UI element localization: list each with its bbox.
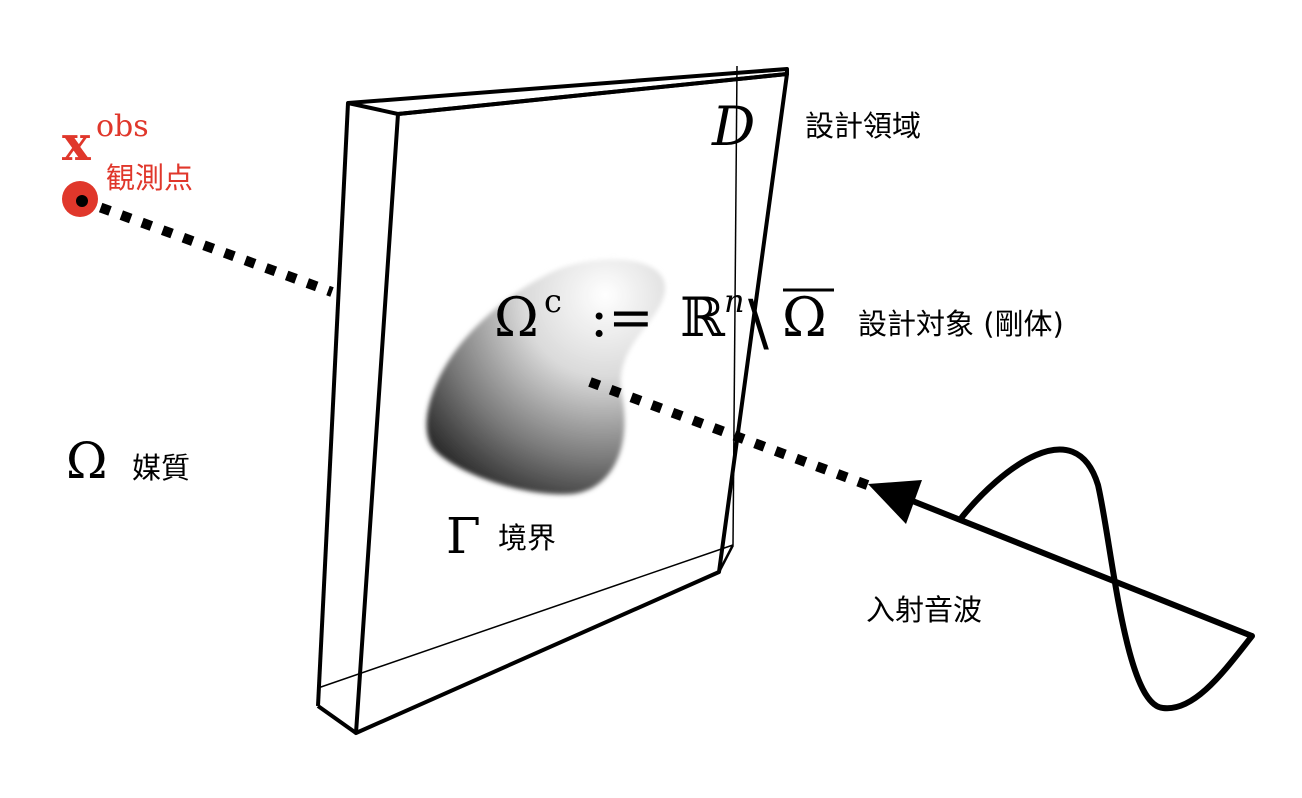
incident-wave-sine xyxy=(959,446,1255,712)
observation-sightline xyxy=(78,195,334,297)
design-domain-label: 設計領域 xyxy=(805,109,921,143)
formula-complement-sup: c xyxy=(544,282,562,320)
medium-label: 媒質 xyxy=(132,451,190,485)
incident-wave-label: 入射音波 xyxy=(866,593,982,627)
formula-omega: Ω xyxy=(494,286,539,349)
formula-setminus: \ xyxy=(748,286,769,359)
rigid-body-blob xyxy=(426,259,666,495)
observation-point-marker xyxy=(62,181,98,217)
formula-assign: := xyxy=(590,286,653,349)
incident-wave-arrowhead xyxy=(868,480,922,524)
observation-label: 観測点 xyxy=(106,161,193,195)
design-domain-symbol: D xyxy=(711,95,755,158)
formula-closure-omega: Ω xyxy=(782,286,827,349)
medium-symbol: Ω xyxy=(66,432,107,490)
design-target-label: 設計対象 (剛体) xyxy=(858,307,1064,341)
formula-real-space: ℝ xyxy=(680,286,726,349)
incident-wave-graphic xyxy=(868,446,1255,712)
design-domain-box xyxy=(316,65,789,735)
design-target-formula: Ω c := ℝ n \ Ω xyxy=(494,282,834,359)
observation-symbol: x xyxy=(62,116,91,172)
observation-superscript: obs xyxy=(96,109,149,144)
boundary-label: 境界 xyxy=(498,521,556,555)
incident-sightline xyxy=(588,377,872,491)
boundary-symbol: Γ xyxy=(446,507,481,565)
formula-dimension-sup: n xyxy=(724,282,745,320)
incident-wave-arrow-shaft xyxy=(898,493,1254,639)
